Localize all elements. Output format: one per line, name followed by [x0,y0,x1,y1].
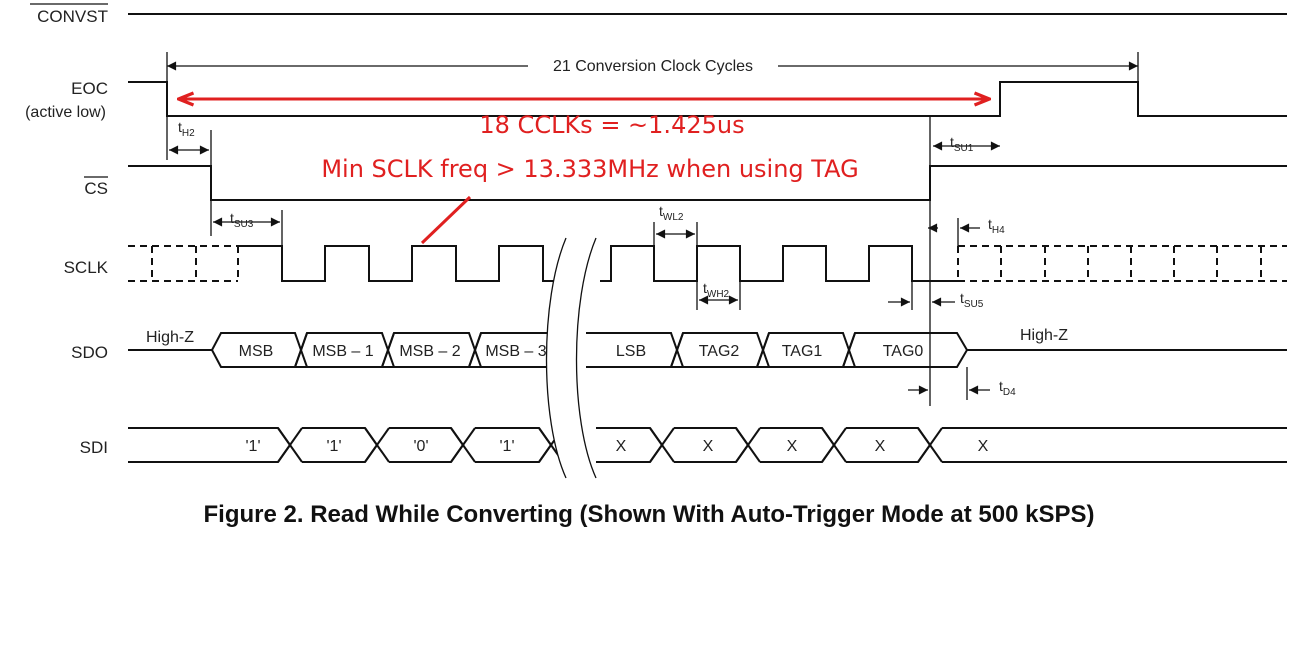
sdi-cell-3: '0' [413,438,428,455]
tsu3-label: tSU3 [230,210,254,230]
annotation-sclk-freq: Min SCLK freq > 13.333MHz when using TAG [321,155,858,183]
sdo-cell-msb-2: MSB – 2 [399,343,460,360]
sdi-cell-1: '1' [245,438,260,455]
sdi-cell-9: X [978,438,989,455]
convst-label: CONVST [37,7,108,26]
sdi-waveform [128,427,1287,463]
sclk-label: SCLK [64,258,109,277]
td4-label: tD4 [999,378,1016,398]
twl2-label: tWL2 [659,203,684,223]
sdo-cell-msb-1: MSB – 1 [312,343,373,360]
sdi-cell-6: X [703,438,714,455]
sdi-cell-7: X [787,438,798,455]
sdo-label: SDO [71,343,108,362]
cs-label: CS [84,179,108,198]
sdi-cell-8: X [875,438,886,455]
sdo-cell-tag1: TAG1 [782,343,823,360]
cycles-label: 21 Conversion Clock Cycles [553,58,753,75]
sclk-waveform [128,245,1287,282]
eoc-waveform [128,81,1287,117]
sdi-cell-5: X [616,438,627,455]
sdo-cell-lsb: LSB [616,343,646,360]
sdi-cell-2: '1' [326,438,341,455]
th2-label: tH2 [178,119,195,139]
sdo-cell-msb-3: MSB – 3 [485,343,546,360]
eoc-sublabel: (active low) [25,104,106,121]
th4-label: tH4 [988,216,1005,236]
annotation-pointer [420,195,472,245]
annotation-cclks: 18 CCLKs = ~1.425us [479,111,744,139]
sdo-cell-msb: MSB [239,343,274,360]
eoc-label: EOC [71,79,108,98]
twh2-label: tWH2 [703,280,730,300]
tsu1-label: tSU1 [950,134,974,154]
tsu5-label: tSU5 [960,290,984,310]
sdi-label: SDI [80,438,108,457]
sdo-highz-right: High-Z [1020,327,1068,344]
sdo-cell-tag0: TAG0 [883,343,924,360]
sdo-cell-tag2: TAG2 [699,343,740,360]
time-break-symbol [545,237,597,479]
figure-caption: Figure 2. Read While Converting (Shown W… [204,501,1095,528]
sdo-highz-left: High-Z [146,329,194,346]
sdi-cell-4: '1' [499,438,514,455]
cs-waveform [128,165,1287,201]
